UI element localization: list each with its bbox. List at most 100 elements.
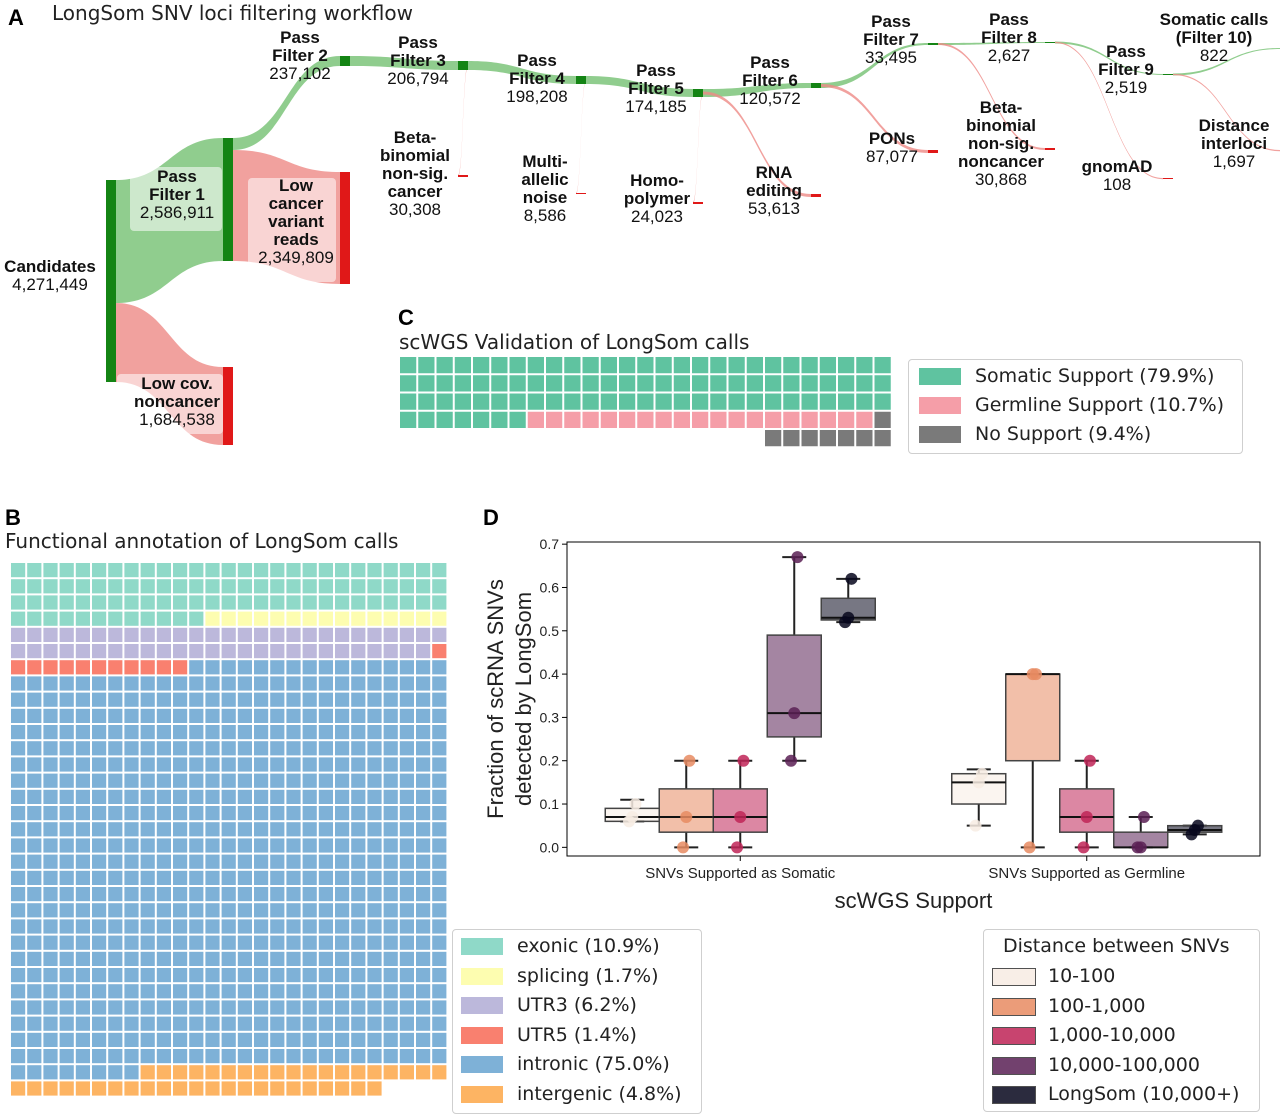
waffle-cell-waffle-b-14-2 <box>43 789 58 804</box>
box-4-0 <box>820 572 876 629</box>
waffle-cell-waffle-b-5-10 <box>173 644 188 659</box>
waffle-cell-waffle-b-25-7 <box>124 968 139 983</box>
y-tick-label-4: 0.4 <box>540 666 560 682</box>
waffle-cell-waffle-c-2-1 <box>418 393 435 410</box>
waffle-cell-waffle-b-28-23 <box>383 1016 398 1031</box>
waffle-cell-waffle-b-32-15 <box>254 1081 269 1096</box>
waffle-cell-waffle-c-1-0 <box>400 375 417 392</box>
data-point <box>683 754 696 767</box>
waffle-cell-waffle-b-1-1 <box>27 579 42 594</box>
waffle-cell-waffle-c-1-5 <box>491 375 508 392</box>
waffle-cell-waffle-b-16-25 <box>416 822 431 837</box>
waffle-cell-waffle-b-25-16 <box>270 968 285 983</box>
waffle-cell-waffle-b-16-8 <box>140 822 155 837</box>
sankey-node-multi <box>576 193 586 194</box>
waffle-cell-waffle-b-14-15 <box>254 789 269 804</box>
waffle-cell-waffle-b-15-21 <box>351 806 366 821</box>
waffle-cell-waffle-b-2-20 <box>335 595 350 610</box>
waffle-cell-waffle-b-29-14 <box>237 1032 252 1047</box>
waffle-cell-waffle-c-3-8 <box>546 411 563 428</box>
waffle-cell-waffle-b-21-15 <box>254 903 269 918</box>
waffle-cell-waffle-b-26-2 <box>43 984 58 999</box>
waffle-cell-waffle-b-15-19 <box>318 806 333 821</box>
waffle-cell-waffle-b-5-12 <box>205 644 220 659</box>
waffle-cell-waffle-b-9-24 <box>399 708 414 723</box>
waffle-cell-waffle-b-23-7 <box>124 935 139 950</box>
waffle-cell-waffle-b-21-16 <box>270 903 285 918</box>
waffle-cell-waffle-b-22-22 <box>367 919 382 934</box>
waffle-cell-waffle-b-29-10 <box>173 1032 188 1047</box>
waffle-cell-waffle-b-1-11 <box>189 579 204 594</box>
waffle-cell-waffle-b-5-21 <box>351 644 366 659</box>
waffle-cell-waffle-c-2-9 <box>564 393 581 410</box>
waffle-cell-waffle-b-31-0 <box>11 1065 26 1080</box>
waffle-cell-waffle-b-12-18 <box>302 757 317 772</box>
waffle-cell-waffle-b-26-22 <box>367 984 382 999</box>
waffle-cell-waffle-b-17-20 <box>335 838 350 853</box>
waffle-cell-waffle-b-29-18 <box>302 1032 317 1047</box>
waffle-cell-waffle-b-16-12 <box>205 822 220 837</box>
waffle-cell-waffle-b-3-16 <box>270 611 285 626</box>
waffle-cell-waffle-b-30-24 <box>399 1049 414 1064</box>
waffle-cell-waffle-b-0-17 <box>286 563 301 578</box>
waffle-cell-waffle-c-2-7 <box>527 393 544 410</box>
waffle-cell-waffle-b-8-8 <box>140 692 155 707</box>
waffle-cell-waffle-b-31-23 <box>383 1065 398 1080</box>
waffle-cell-waffle-b-24-13 <box>221 951 236 966</box>
waffle-cell-waffle-b-31-12 <box>205 1065 220 1080</box>
waffle-cell-waffle-b-16-23 <box>383 822 398 837</box>
waffle-cell-waffle-b-29-2 <box>43 1032 58 1047</box>
waffle-cell-waffle-b-12-15 <box>254 757 269 772</box>
waffle-cell-waffle-c-4-26 <box>874 430 891 447</box>
waffle-cell-waffle-b-19-23 <box>383 870 398 885</box>
waffle-cell-waffle-b-22-8 <box>140 919 155 934</box>
waffle-cell-waffle-b-7-1 <box>27 676 42 691</box>
waffle-cell-waffle-b-14-21 <box>351 789 366 804</box>
waffle-cell-waffle-b-4-13 <box>221 627 236 642</box>
waffle-cell-waffle-b-23-11 <box>189 935 204 950</box>
waffle-cell-waffle-b-31-5 <box>92 1065 107 1080</box>
waffle-cell-waffle-b-19-16 <box>270 870 285 885</box>
waffle-cell-waffle-b-28-10 <box>173 1016 188 1031</box>
waffle-cell-waffle-b-25-21 <box>351 968 366 983</box>
waffle-cell-waffle-b-10-2 <box>43 725 58 740</box>
data-point <box>731 841 744 854</box>
waffle-cell-waffle-b-26-25 <box>416 984 431 999</box>
waffle-cell-waffle-b-26-24 <box>399 984 414 999</box>
waffle-cell-waffle-b-25-4 <box>75 968 90 983</box>
waffle-cell-waffle-b-7-23 <box>383 676 398 691</box>
waffle-cell-waffle-c-0-15 <box>673 357 690 374</box>
legend-swatch-somatic <box>919 368 961 385</box>
waffle-cell-waffle-c-2-19 <box>746 393 763 410</box>
waffle-cell-waffle-b-22-10 <box>173 919 188 934</box>
waffle-cell-waffle-b-26-21 <box>351 984 366 999</box>
sankey-node-lowcvr <box>340 172 350 284</box>
waffle-cell-waffle-c-2-8 <box>546 393 563 410</box>
waffle-cell-waffle-b-21-24 <box>399 903 414 918</box>
waffle-cell-waffle-b-30-8 <box>140 1049 155 1064</box>
waffle-cell-waffle-b-32-22 <box>367 1081 382 1096</box>
waffle-cell-waffle-b-16-6 <box>108 822 123 837</box>
waffle-cell-waffle-b-25-8 <box>140 968 155 983</box>
waffle-cell-waffle-b-0-13 <box>221 563 236 578</box>
data-point <box>1029 668 1042 681</box>
waffle-cell-waffle-c-0-6 <box>509 357 526 374</box>
waffle-cell-waffle-b-9-21 <box>351 708 366 723</box>
sankey-node-pf9 <box>1163 74 1173 75</box>
waffle-cell-waffle-b-10-20 <box>335 725 350 740</box>
waffle-cell-waffle-b-17-14 <box>237 838 252 853</box>
waffle-cell-waffle-b-31-8 <box>140 1065 155 1080</box>
sankey-label-bg-lowcvr <box>248 178 336 282</box>
waffle-cell-waffle-b-5-0 <box>11 644 26 659</box>
waffle-cell-waffle-c-1-16 <box>692 375 709 392</box>
waffle-cell-waffle-b-10-25 <box>416 725 431 740</box>
waffle-cell-waffle-b-5-3 <box>59 644 74 659</box>
waffle-cell-waffle-b-7-8 <box>140 676 155 691</box>
sankey-node-pf7 <box>928 43 938 45</box>
waffle-cell-waffle-b-11-0 <box>11 741 26 756</box>
waffle-cell-waffle-b-20-26 <box>432 887 447 902</box>
waffle-cell-waffle-b-29-19 <box>318 1032 333 1047</box>
waffle-cell-waffle-b-16-10 <box>173 822 188 837</box>
